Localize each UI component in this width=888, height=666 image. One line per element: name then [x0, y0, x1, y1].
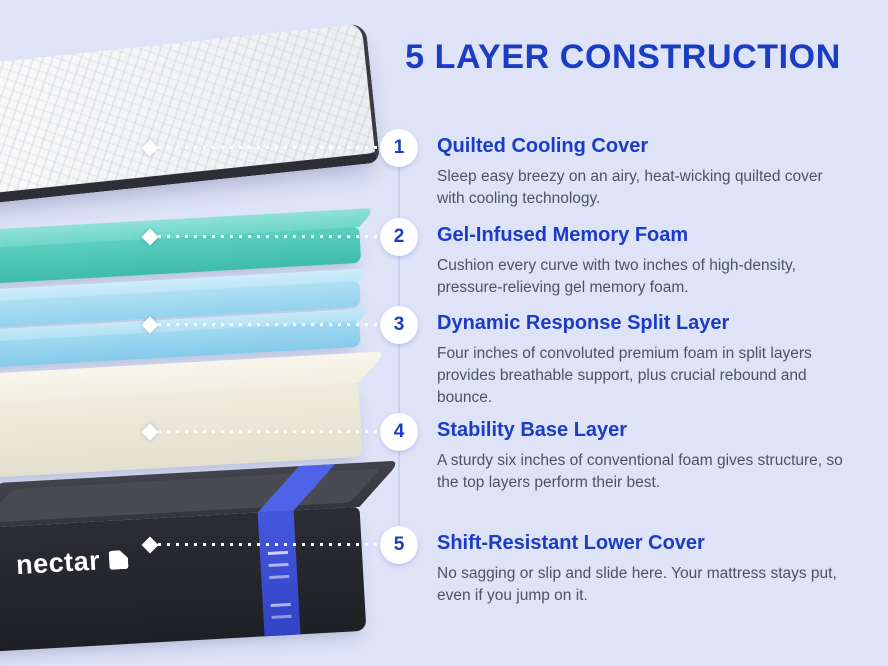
dotted-connector	[158, 235, 380, 238]
care-label-stripe-top	[257, 464, 336, 513]
step-title: Gel-Infused Memory Foam	[437, 224, 689, 246]
layer-front-face: nectar	[0, 506, 367, 654]
step-description: A sturdy six inches of conventional foam…	[437, 452, 843, 491]
steps-connector-line	[398, 148, 400, 545]
step-description: Four inches of convoluted premium foam i…	[437, 345, 812, 406]
base-foam-layer	[0, 351, 387, 480]
dotted-connector	[158, 146, 380, 149]
step-number-badge: 4	[380, 413, 418, 451]
step-number-badge: 2	[380, 218, 418, 256]
nectar-logo-mark-icon	[109, 550, 129, 570]
construction-step-2: 2 Gel-Infused Memory Foam Cushion every …	[380, 218, 866, 299]
lower-cover-layer: nectar	[0, 460, 401, 654]
step-title: Shift-Resistant Lower Cover	[437, 532, 705, 554]
care-symbols-icon	[267, 550, 288, 556]
step-description: No sagging or slip and slide here. Your …	[437, 565, 837, 604]
care-label-stripe	[257, 510, 301, 637]
dotted-connector	[158, 430, 380, 433]
dotted-connector	[158, 323, 380, 326]
step-title: Quilted Cooling Cover	[437, 135, 649, 157]
step-number-badge: 5	[380, 526, 418, 564]
step-number-badge: 1	[380, 129, 418, 167]
nectar-logo: nectar	[15, 545, 129, 581]
quilted-cover-layer	[0, 23, 381, 209]
construction-step-1: 1 Quilted Cooling Cover Sleep easy breez…	[380, 129, 866, 210]
step-description: Sleep easy breezy on an airy, heat-wicki…	[437, 168, 823, 207]
step-number-badge: 3	[380, 306, 418, 344]
construction-step-4: 4 Stability Base Layer A sturdy six inch…	[380, 413, 866, 494]
step-title: Stability Base Layer	[437, 419, 628, 441]
construction-step-3: 3 Dynamic Response Split Layer Four inch…	[380, 306, 866, 409]
step-description: Cushion every curve with two inches of h…	[437, 257, 796, 296]
step-title: Dynamic Response Split Layer	[437, 312, 730, 334]
page-title: 5 LAYER CONSTRUCTION	[405, 38, 841, 76]
construction-step-5: 5 Shift-Resistant Lower Cover No sagging…	[380, 526, 866, 607]
dotted-connector	[158, 543, 380, 546]
nectar-logo-text: nectar	[15, 545, 101, 581]
construction-steps-list: 1 Quilted Cooling Cover Sleep easy breez…	[380, 0, 866, 666]
